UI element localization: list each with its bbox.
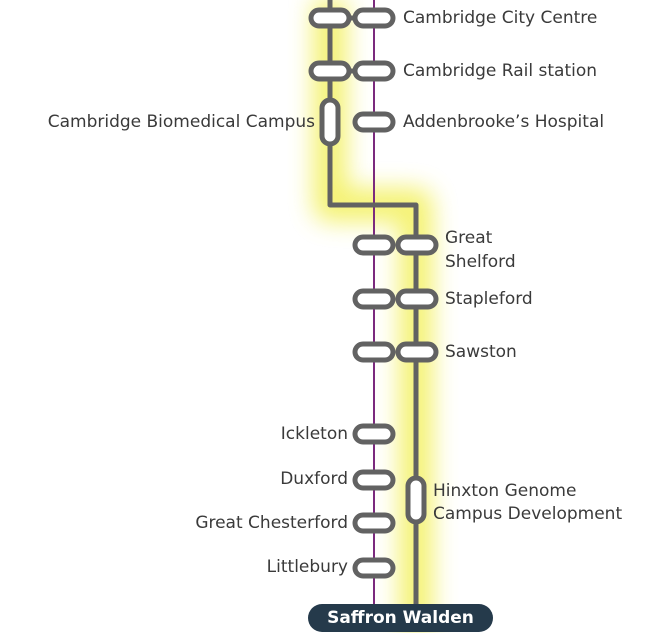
stop-marker-great-shelford-grey[interactable] (395, 234, 439, 256)
station-label-hinxton-line1: Hinxton Genome (433, 481, 577, 501)
station-label-great-shelford-line2: Shelford (445, 252, 516, 272)
stop-marker-stapleford-grey[interactable] (395, 288, 439, 310)
stop-marker-hinxton[interactable] (405, 475, 427, 525)
stop-marker-sawston-grey[interactable] (395, 341, 439, 363)
station-label-sawston: Sawston (445, 342, 517, 362)
station-label-great-shelford-line1: Great (445, 228, 493, 248)
station-label-cambridge-city-centre: Cambridge City Centre (403, 8, 598, 28)
stop-marker-duxford[interactable] (352, 469, 396, 491)
station-label-stapleford: Stapleford (445, 289, 533, 309)
stop-marker-rail-station-east[interactable] (352, 60, 396, 82)
stop-marker-littlebury[interactable] (352, 557, 396, 579)
terminus-label: Saffron Walden (327, 608, 474, 628)
station-label-cambridge-biomedical-campus: Cambridge Biomedical Campus (47, 112, 315, 132)
stop-marker-great-shelford-purple[interactable] (352, 234, 396, 256)
stop-marker-ickleton[interactable] (352, 423, 396, 445)
station-label-great-chesterford: Great Chesterford (195, 513, 348, 533)
terminus-badge[interactable] (308, 604, 493, 632)
station-label-cambridge-rail-station: Cambridge Rail station (403, 61, 598, 81)
stop-marker-biomedical-campus[interactable] (319, 97, 341, 147)
stop-marker-sawston-purple[interactable] (352, 341, 396, 363)
stop-marker-addenbrookes[interactable] (352, 111, 396, 133)
station-label-littlebury: Littlebury (266, 557, 348, 577)
station-label-duxford: Duxford (280, 469, 348, 489)
stop-marker-great-chesterford[interactable] (352, 512, 396, 534)
station-label-ickleton: Ickleton (280, 424, 348, 444)
stop-marker-rail-station-west[interactable] (308, 60, 352, 82)
stop-marker-stapleford-purple[interactable] (352, 288, 396, 310)
stop-marker-city-centre-west[interactable] (308, 7, 352, 29)
stop-marker-city-centre-east[interactable] (352, 7, 396, 29)
station-label-addenbrookes-hospital: Addenbrooke’s Hospital (403, 112, 605, 132)
station-label-hinxton-line2: Campus Development (433, 504, 623, 524)
